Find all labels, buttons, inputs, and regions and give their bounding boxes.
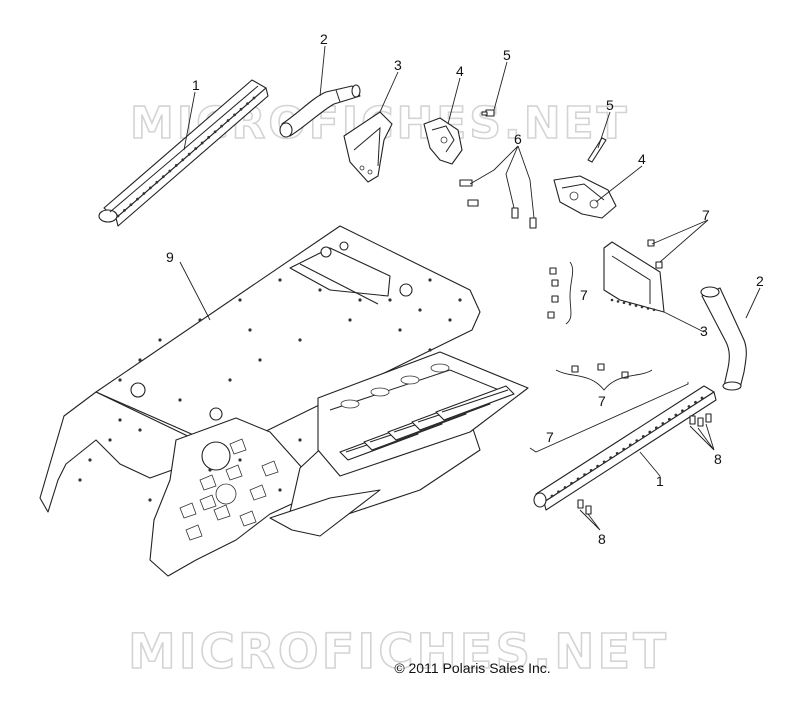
callout-2-right: 2 — [756, 273, 764, 289]
callout-7-lower-group: 7 — [598, 393, 606, 409]
fasteners-7-left — [547, 267, 559, 319]
leader-lines — [179, 45, 761, 531]
copyright-text: © 2011 Polaris Sales Inc. — [394, 660, 551, 676]
callout-8-lower: 8 — [598, 531, 606, 547]
mount-right — [553, 175, 617, 219]
callout-4-right: 4 — [638, 151, 646, 167]
callout-7-left-group: 7 — [580, 287, 588, 303]
callout-2-upper: 2 — [320, 31, 328, 47]
callout-4-upper: 4 — [456, 63, 464, 79]
callout-9: 9 — [166, 249, 174, 265]
callout-1-upper: 1 — [192, 77, 200, 93]
bolts-6 — [459, 179, 537, 229]
callout-8-right: 8 — [714, 451, 722, 467]
callout-1-lower: 1 — [656, 473, 664, 489]
tube-right — [700, 286, 747, 391]
callout-7-rail: 7 — [546, 429, 554, 445]
callout-5-upper: 5 — [503, 47, 511, 63]
screws-8 — [577, 413, 712, 515]
bracket-upper — [343, 111, 393, 183]
pin-right — [587, 137, 607, 163]
callout-3-right: 3 — [700, 323, 708, 339]
watermark-bottom: MICROFICHES.NET — [128, 624, 669, 680]
screws-7-lower — [571, 363, 629, 379]
callout-6: 6 — [514, 131, 522, 147]
rail-lower — [533, 385, 717, 511]
tunnel-frame — [39, 225, 529, 577]
callouts: 1 2 3 4 5 5 6 4 7 2 9 7 3 7 7 8 1 8 — [166, 31, 764, 547]
callout-3-upper: 3 — [394, 57, 402, 73]
callout-7-upper-right: 7 — [702, 207, 710, 223]
bracket-right — [603, 241, 665, 313]
callout-5-right: 5 — [606, 97, 614, 113]
mount-upper — [423, 117, 463, 165]
fasteners-7-right — [647, 239, 663, 269]
bolt-upper — [481, 109, 495, 117]
tube-upper — [279, 84, 361, 138]
